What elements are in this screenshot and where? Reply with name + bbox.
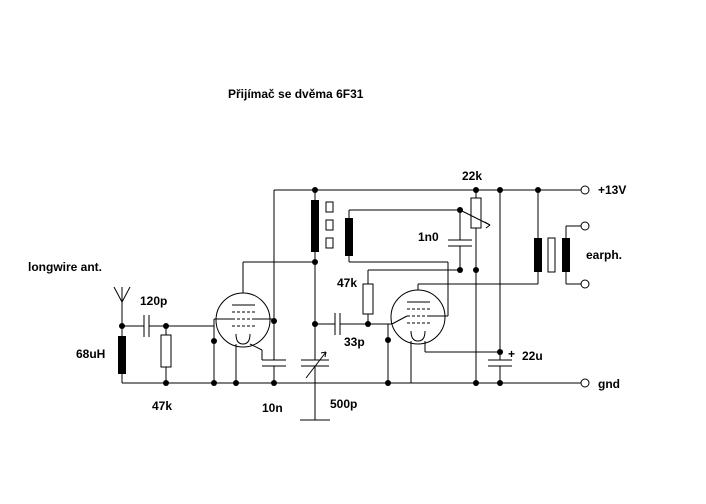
supply-rail [273,189,582,360]
potentiometer-22k[interactable] [459,190,491,383]
ground-label: gnd [598,377,620,391]
earphone-terminal-top[interactable] [580,221,590,231]
tuning-coil [243,190,334,360]
c-input-label: 120p [140,294,167,308]
inductor-label: 68uH [76,347,105,361]
c-tune-label: 500p [330,397,357,411]
resistor-47k-grid [160,326,172,383]
supply-label: +13V [598,183,626,197]
supply-terminal[interactable] [580,185,590,195]
variable-capacitor-500p[interactable] [300,351,330,421]
r-grid-label: 47k [152,399,172,413]
capacitor-120p [122,315,214,337]
schematic-title: Přijímač se dvěma 6F31 [228,87,364,101]
c-couple-label: 33p [344,335,365,349]
inductor-68uh [118,326,126,383]
tube-2 [387,262,538,383]
antenna-label: longwire ant. [28,260,102,274]
reaction-coil [345,209,460,263]
c-electrolytic-label: 22u [522,349,543,363]
electrolytic-plus: + [508,347,515,361]
r-grid2-label: 47k [337,276,357,290]
capacitor-10n [262,359,286,383]
ground-terminal[interactable] [580,378,590,388]
pot-label: 22k [462,169,482,183]
earphone-label: earph. [586,248,622,262]
antenna-symbol [113,286,131,326]
c-bypass-label: 10n [262,401,283,415]
capacitor-33p [315,313,392,335]
c-feedback-label: 1n0 [418,230,439,244]
output-transformer [534,190,582,285]
resistor-47k-tube2 [362,269,460,324]
junction-dots [119,187,541,386]
earphone-terminal-bottom[interactable] [580,279,590,289]
capacitor-1n0 [448,210,472,270]
tube-1 [213,262,274,383]
